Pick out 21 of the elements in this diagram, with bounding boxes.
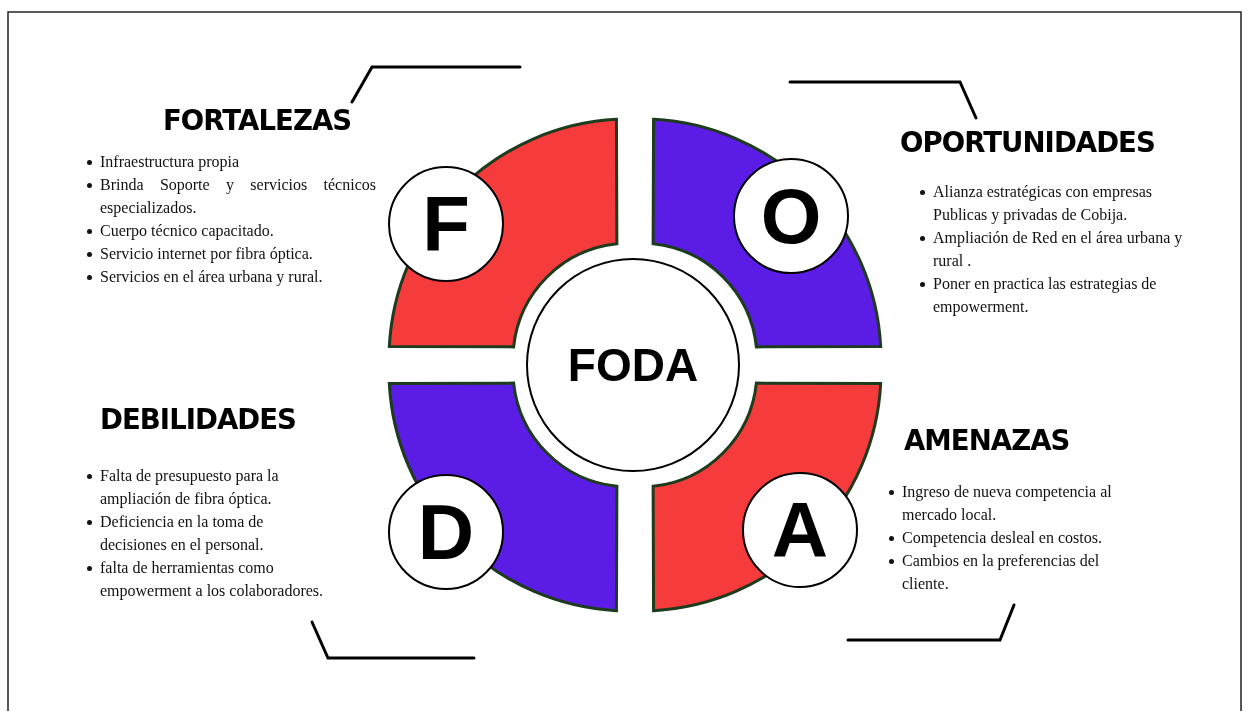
bullet-item: Competencia desleal en costos. [902,528,1103,549]
section-heading: FORTALEZAS [163,103,352,137]
section-heading: DEBILIDADES [100,402,297,436]
bullet-item: Cambios en la preferencias del cliente. [902,551,1101,594]
center-circle: FODA [526,258,740,472]
bullet-item: Brinda Soporte y servicios técnicos especializados. [100,175,376,219]
bullet-item: Alianza estratégicas con empresas Publicas y privadas de Cobija. [933,182,1153,226]
bullet-item: Servicio internet por fibra óptica. [100,244,314,265]
bullet-item: falta de herramientas como empowerment a los colaboradores. [100,558,324,602]
bullet-item: Poner en practica las estrategias de empowerment. [933,274,1158,318]
bullet-item: Servicios en el área urbana y rural. [100,267,324,288]
bullet-item: Deficiencia en la toma de decisiones en el personal. [100,512,265,556]
bullet-item: Infraestructura propia [100,152,241,173]
bullet-item: Ampliación de Red en el área urbana y rural . [933,228,1184,271]
bullet-item: Ingreso de nueva competencia al mercado local. [902,482,1113,525]
bullet-item: Falta de presupuesto para la ampliación de fibra óptica. [100,466,280,510]
bullet-item: Cuerpo técnico capacitado. [100,221,275,242]
letter-circle: D [388,474,504,590]
section-heading: OPORTUNIDADES [900,125,1155,159]
letter-circle: F [388,166,504,282]
section-heading: AMENAZAS [904,423,1070,457]
